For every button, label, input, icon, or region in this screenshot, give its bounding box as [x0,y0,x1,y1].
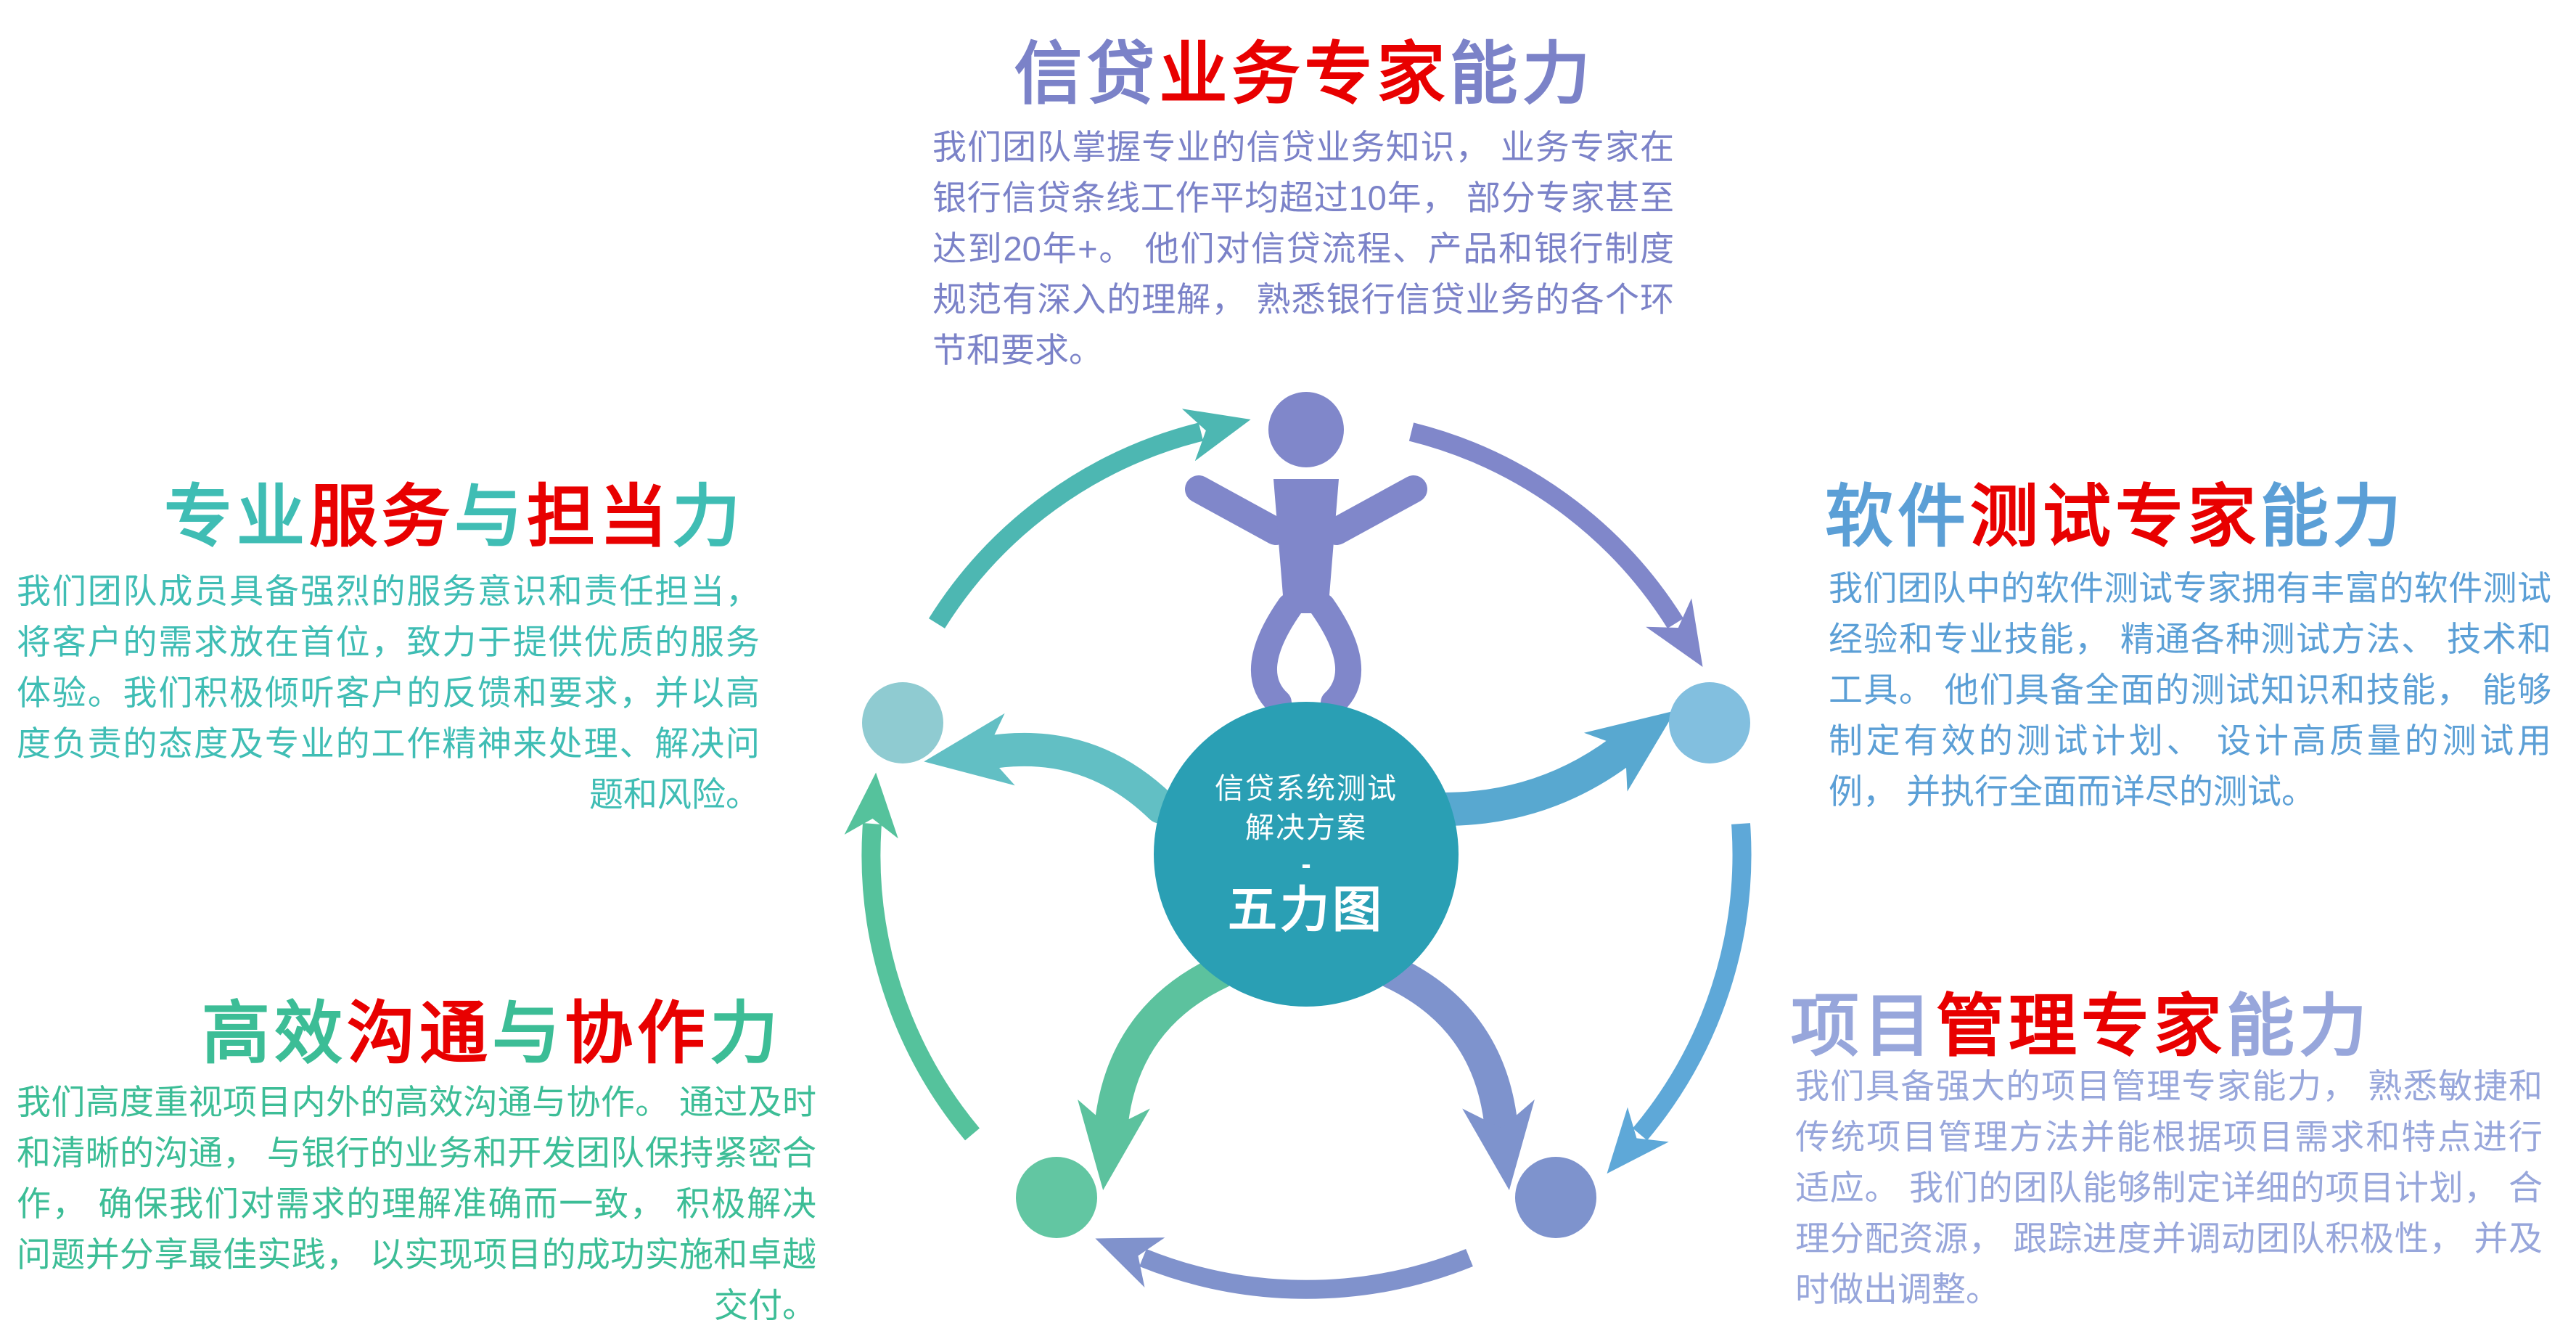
center-circle-label: 信贷系统测试 解决方案 - 五力图 [1154,702,1459,1007]
five-forces-diagram [844,392,1752,1299]
title-segment: 高效 [202,995,348,1071]
section-body-professional-service: 我们团队成员具备强烈的服务意识和责任担当，将客户的需求放在首位，致力于提供优质的… [17,572,760,814]
cycle-arrow-top-to-right [1408,422,1703,667]
node-circle-right [1669,682,1750,763]
swoosh-center-to-bottomright [1375,955,1535,1190]
title-segment: 力 [672,478,745,554]
center-circle [1154,702,1459,1007]
title-segment-highlight: 协作 [565,995,710,1071]
section-title-credit-business: 信贷业务专家能力 [932,19,1676,118]
title-segment-highlight: 管理专家 [1936,988,2227,1064]
title-segment: 能力 [2226,988,2372,1064]
title-segment: 能力 [2260,478,2406,554]
cycle-arrow-bottomleft-to-left [844,772,980,1141]
title-segment: 软件 [1825,478,1971,554]
person-leg-right [1309,593,1361,716]
person-torso [1273,479,1339,613]
section-body-project-management: 我们具备强大的项目管理专家能力， 熟悉敏捷和传统项目管理方法并能根据项目需求和特… [1795,1067,2543,1309]
section-title-communication: 高效沟通与协作力 [202,978,782,1077]
section-body-communication: 我们高度重视项目内外的高效沟通与协作。 通过及时和清晰的沟通， 与银行的业务和开… [17,1083,816,1324]
title-segment: 项目 [1791,988,1937,1064]
title-segment-highlight: 沟通 [347,995,493,1071]
title-segment: 信贷 [1014,36,1160,112]
center-main-label: 五力图 [1227,882,1385,938]
section-title-software-testing: 软件测试专家能力 [1825,462,2405,560]
section-body-software-testing: 我们团队中的软件测试专家拥有丰富的软件测试经验和专业技能， 精通各种测试方法、 … [1829,569,2551,811]
swoosh-center-to-right [1427,710,1675,826]
section-body-credit-business: 我们团队掌握专业的信贷业务知识， 业务专家在银行信贷条线工作平均超过10年， 部… [932,128,1674,369]
title-segment-highlight: 服务 [309,478,455,554]
node-circle-bottom-right [1515,1157,1596,1238]
node-circle-left [862,682,943,763]
center-title-line2: 解决方案 [1245,812,1367,844]
title-segment-highlight: 业务专家 [1159,36,1450,112]
section-title-professional-service: 专业服务与担当力 [164,462,745,560]
cycle-arrow-left-to-top [928,409,1251,628]
swoosh-center-to-bottomleft [1078,955,1237,1190]
section-title-project-management: 项目管理专家能力 [1791,971,2371,1070]
person-head [1268,392,1344,467]
title-segment: 能力 [1449,36,1595,112]
center-title-line1: 信贷系统测试 [1215,773,1398,805]
person-icon [1185,392,1427,716]
title-segment: 与 [492,995,565,1071]
title-segment: 专业 [164,478,310,554]
title-segment: 与 [454,478,528,554]
title-segment-highlight: 担当 [527,478,673,554]
cycle-arrow-bottomright-to-bottomleft [1095,1237,1473,1299]
person-leg-left [1251,593,1303,716]
title-segment-highlight: 测试专家 [1970,478,2261,554]
cycle-arrow-right-to-bottomright [1607,823,1752,1174]
title-segment: 力 [710,995,783,1071]
swoosh-center-to-left [924,713,1178,824]
person-arm-right [1323,475,1427,545]
node-circle-bottom-left [1016,1157,1097,1238]
center-dash: - [1301,848,1311,880]
person-arm-left [1185,475,1289,545]
